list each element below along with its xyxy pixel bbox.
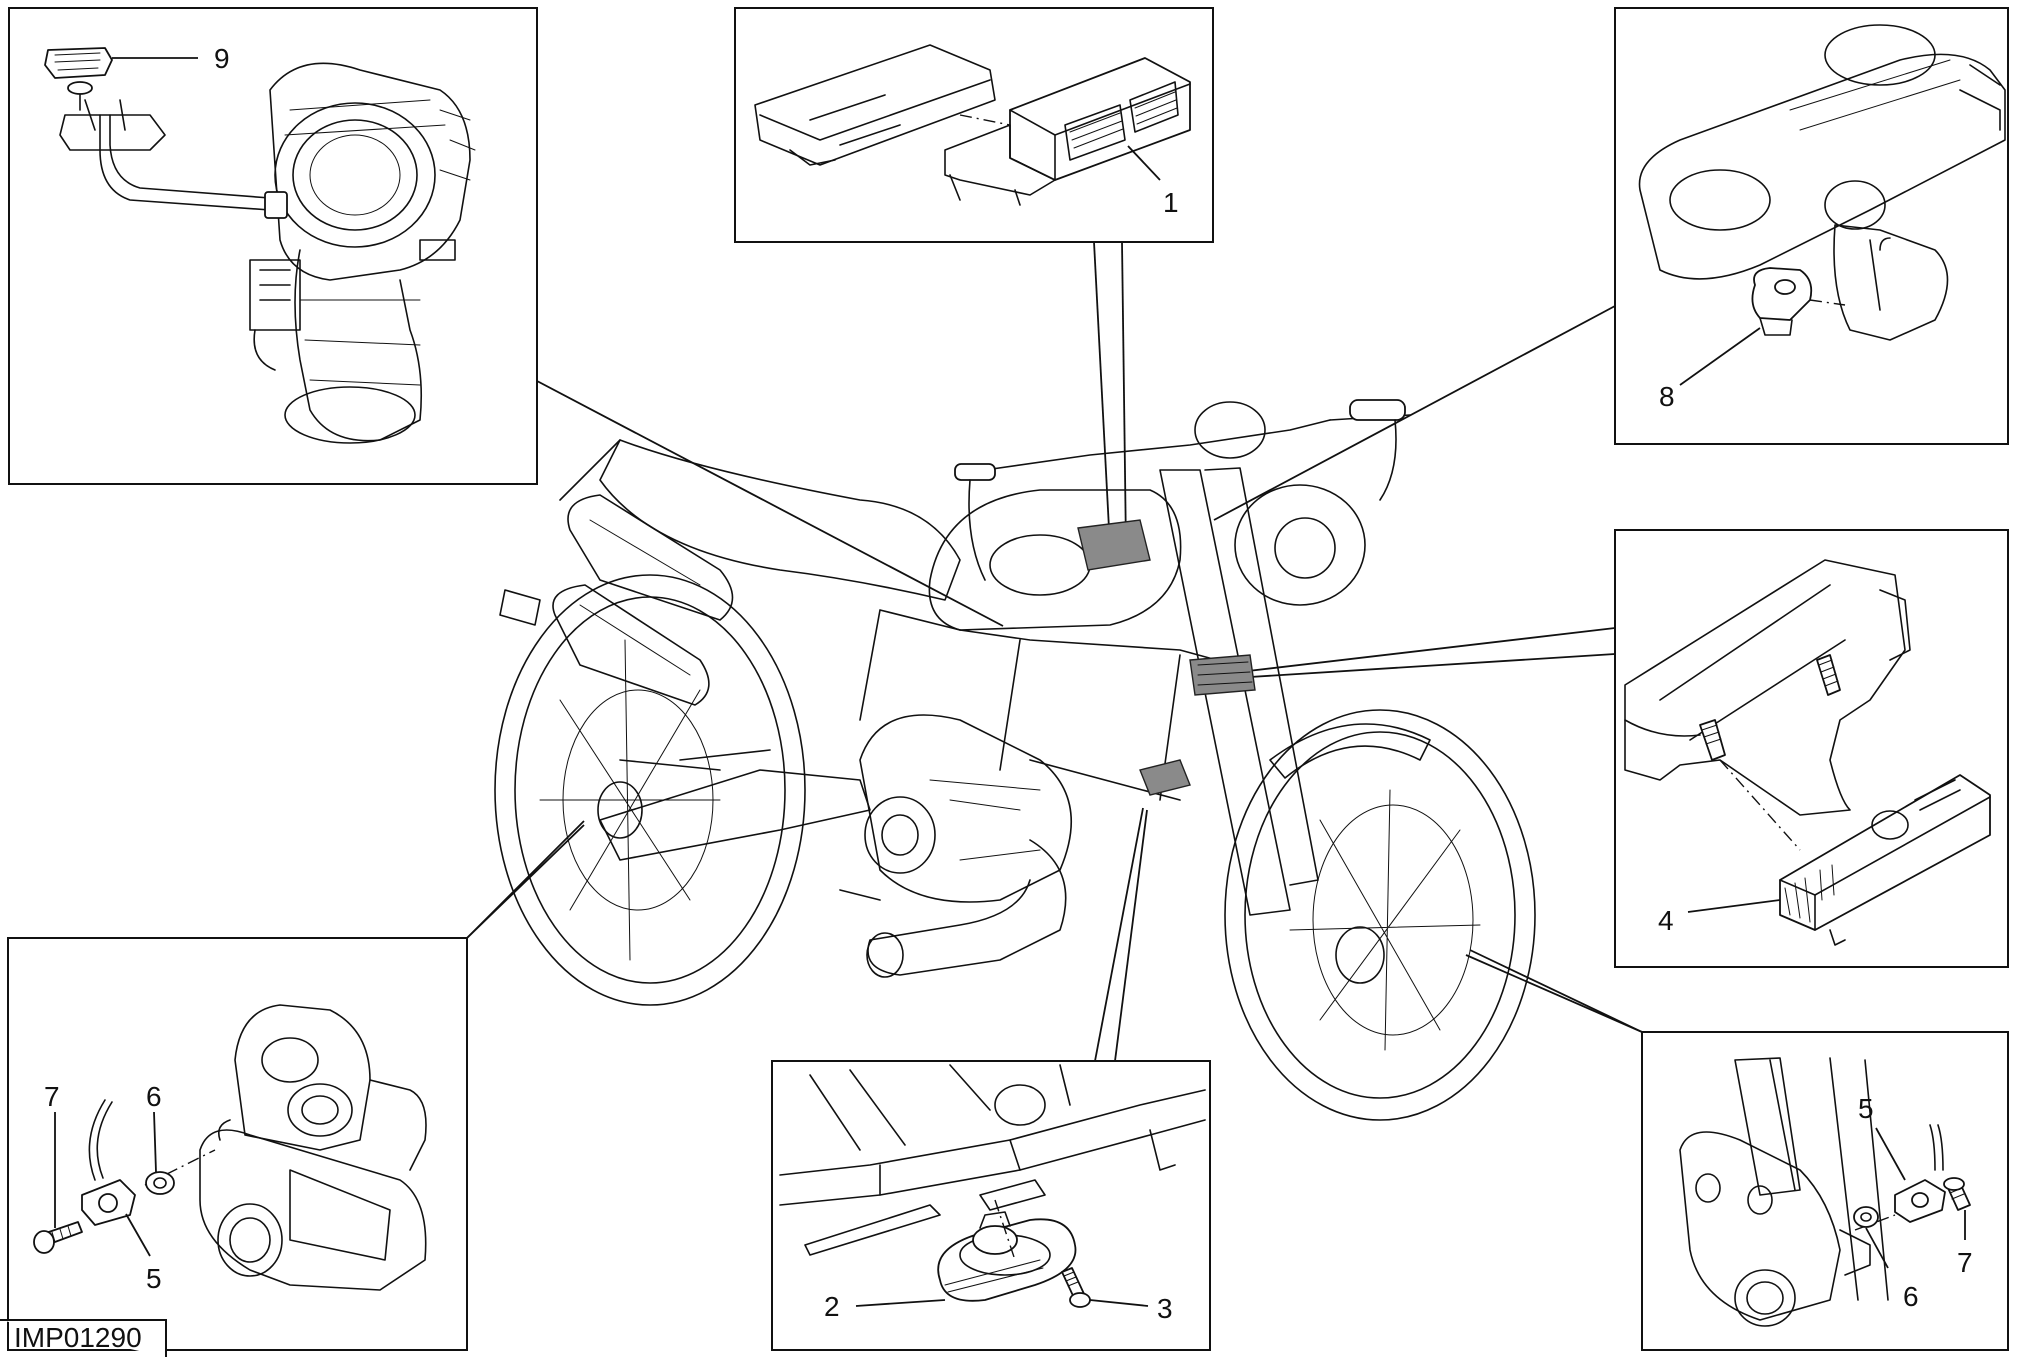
callout-8: 8 xyxy=(1659,381,1675,412)
figure-code: IMP01290 xyxy=(14,1322,142,1353)
callout-1: 1 xyxy=(1163,187,1179,218)
panel-voltage-regulator: 4 xyxy=(1614,529,2009,968)
map-sensor xyxy=(44,47,113,79)
callout-4: 4 xyxy=(1658,905,1674,936)
callout-7-front: 7 xyxy=(1957,1247,1973,1278)
front-washer xyxy=(1853,1206,1879,1228)
ecu-highlight xyxy=(1077,519,1151,571)
panel-front-abs-sensor: 5 6 7 xyxy=(1641,1031,2009,1351)
panel-horn: 2 3 xyxy=(771,1060,1211,1351)
callout-6-rear: 6 xyxy=(146,1081,162,1112)
callout-5-front: 5 xyxy=(1858,1093,1874,1124)
voltage-regulator xyxy=(1779,774,1991,931)
panel-map-sensor: 9 xyxy=(8,7,538,485)
callout-2: 2 xyxy=(824,1291,840,1322)
callout-6-front: 6 xyxy=(1903,1281,1919,1312)
callout-9: 9 xyxy=(214,43,230,74)
leader-lines xyxy=(466,241,1643,1062)
callout-3: 3 xyxy=(1157,1293,1173,1324)
motorcycle-main-view xyxy=(494,399,1536,1121)
panel-rear-abs-sensor: 7 6 5 xyxy=(7,937,468,1351)
rear-washer xyxy=(145,1171,175,1195)
callout-7-rear: 7 xyxy=(44,1081,60,1112)
horn-highlight xyxy=(1139,759,1191,796)
panel-ecu: 1 xyxy=(734,7,1214,243)
panel-ignition-switch: 8 xyxy=(1614,7,2009,445)
figure-code-box: IMP01290 xyxy=(0,1319,167,1357)
callout-5-rear: 5 xyxy=(146,1263,162,1294)
